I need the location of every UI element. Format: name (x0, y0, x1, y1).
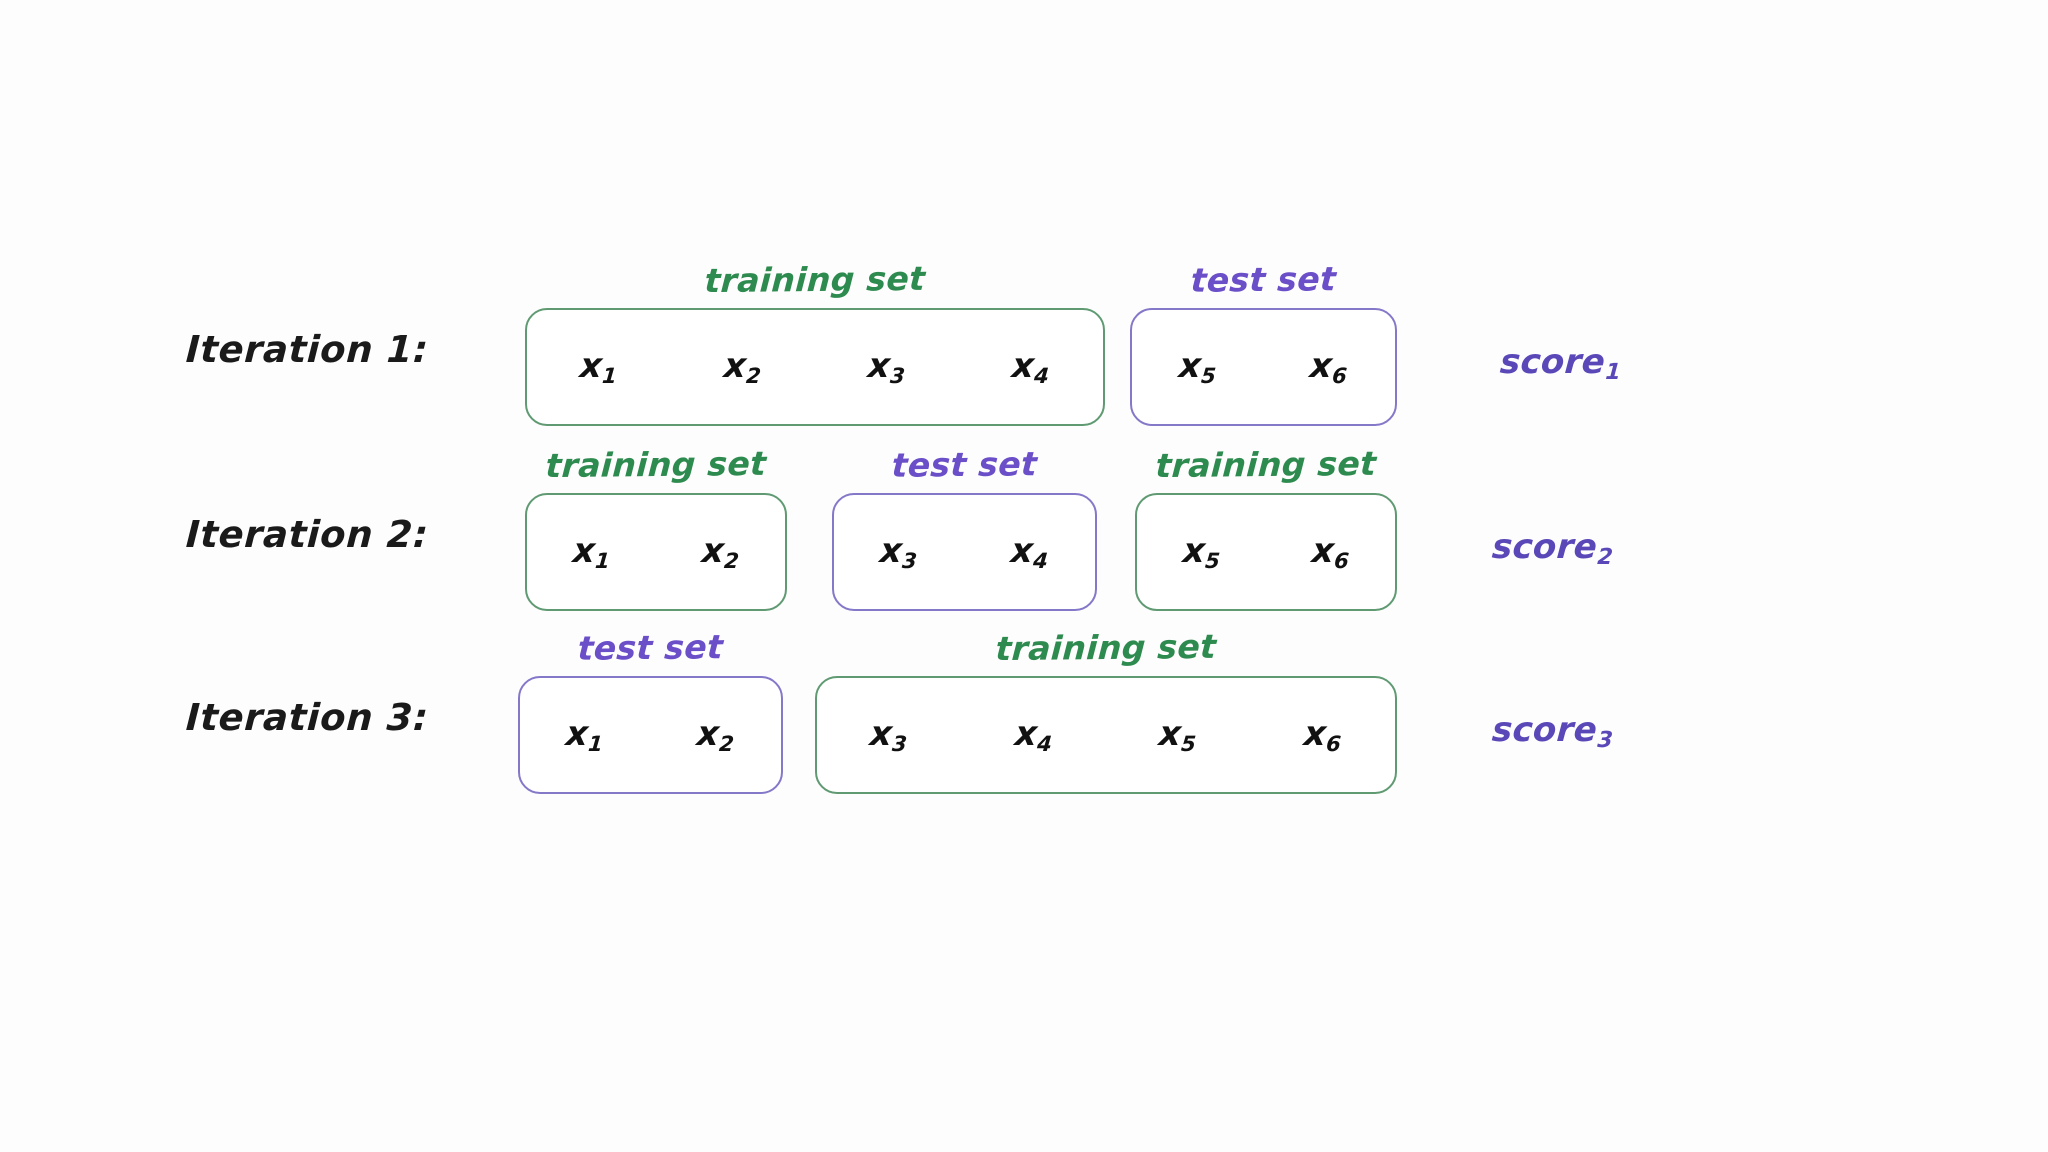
training-set-box[interactable]: x3 x4 x5 x6 (815, 676, 1397, 794)
sample-index: 4 (1036, 730, 1053, 756)
sample-index: 3 (889, 362, 907, 388)
iteration-row: Iteration 3: test set x1 x2 training set x3 x4… (0, 618, 2048, 818)
sample-index: 1 (601, 362, 619, 388)
iteration-row: Iteration 1: training set x1 x2 x3 x4 test set… (0, 250, 2048, 450)
fold-group-test: test set x1 x2 (518, 627, 783, 794)
score-label: score1 (1498, 342, 1623, 385)
score-index: 3 (1596, 726, 1615, 753)
iteration-label: Iteration 3: (184, 696, 430, 739)
score-label: score3 (1490, 710, 1615, 753)
sample-index: 1 (587, 730, 605, 756)
iteration-label: Iteration 1: (184, 328, 430, 371)
sample-item: x5 (1181, 530, 1221, 573)
training-set-label: training set (703, 258, 927, 301)
sample-index: 6 (1325, 730, 1342, 756)
sample-index: 3 (891, 730, 909, 756)
test-set-box[interactable]: x5 x6 (1130, 308, 1397, 426)
training-set-label: training set (1154, 443, 1378, 486)
score-index: 2 (1596, 543, 1615, 570)
sample-item: x3 (878, 530, 919, 573)
test-set-label: test set (1189, 259, 1338, 300)
fold-group-test: test set x3 x4 (832, 444, 1097, 611)
fold-group-training: training set x1 x2 x3 x4 (525, 259, 1105, 426)
test-set-label: test set (576, 627, 725, 668)
sample-item: x1 (571, 530, 611, 573)
sample-item: x3 (868, 713, 909, 756)
sample-index: 6 (1332, 547, 1350, 573)
sample-index: 3 (901, 547, 919, 573)
sample-item: x2 (700, 530, 740, 573)
sample-item: x4 (1009, 530, 1049, 573)
fold-group-training: training set x5 x6 (1135, 444, 1397, 611)
sample-index: 5 (1200, 362, 1217, 388)
training-set-label: training set (544, 443, 768, 486)
test-set-box[interactable]: x3 x4 (832, 493, 1097, 611)
sample-item: x6 (1310, 530, 1350, 573)
sample-item: x1 (578, 345, 619, 388)
sample-index: 4 (1032, 547, 1049, 573)
score-label: score2 (1490, 527, 1615, 570)
fold-group-training: training set x3 x4 x5 x6 (815, 627, 1397, 794)
sample-item: x3 (866, 345, 907, 388)
test-set-label: test set (890, 444, 1039, 485)
training-set-box[interactable]: x1 x2 (525, 493, 787, 611)
iteration-label: Iteration 2: (184, 513, 430, 556)
sample-index: 5 (1203, 547, 1221, 573)
sample-item: x6 (1302, 713, 1342, 756)
sample-item: x1 (564, 713, 605, 756)
test-set-box[interactable]: x1 x2 (518, 676, 783, 794)
sample-item: x2 (695, 713, 735, 756)
fold-group-training: training set x1 x2 (525, 444, 787, 611)
iteration-row: Iteration 2: training set x1 x2 test set x3 x4… (0, 435, 2048, 635)
sample-item: x5 (1177, 345, 1217, 388)
sample-index: 6 (1331, 362, 1349, 388)
training-set-label: training set (994, 626, 1218, 669)
sample-item: x4 (1013, 713, 1053, 756)
sample-index: 5 (1180, 730, 1198, 756)
sample-item: x4 (1010, 345, 1051, 388)
fold-group-test: test set x5 x6 (1130, 259, 1397, 426)
sample-index: 2 (722, 547, 740, 573)
training-set-box[interactable]: x5 x6 (1135, 493, 1397, 611)
sample-index: 4 (1033, 362, 1051, 388)
sample-index: 2 (718, 730, 735, 756)
sample-index: 2 (745, 362, 763, 388)
sample-item: x6 (1308, 345, 1349, 388)
sample-index: 1 (593, 547, 611, 573)
score-index: 1 (1604, 358, 1623, 385)
sample-item: x2 (722, 345, 763, 388)
sample-item: x5 (1157, 713, 1198, 756)
training-set-box[interactable]: x1 x2 x3 x4 (525, 308, 1105, 426)
